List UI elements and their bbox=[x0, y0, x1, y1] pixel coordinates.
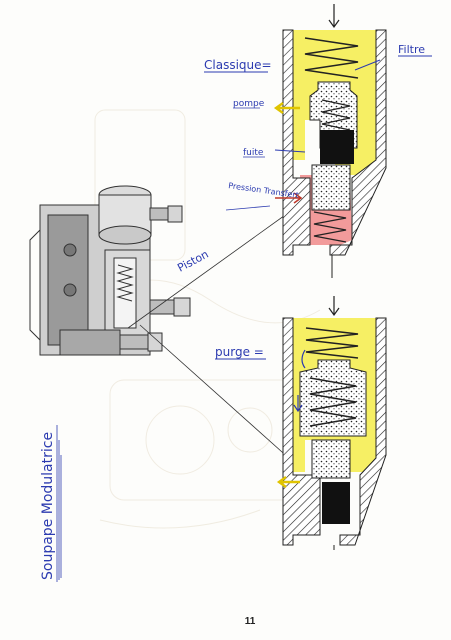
label-pompe: pompe bbox=[233, 99, 265, 109]
housing-wall-right bbox=[329, 29, 387, 256]
pression-arrow bbox=[275, 192, 303, 204]
vertical-title: Soupape Modulatrice bbox=[40, 432, 56, 580]
label-fuite: fuite bbox=[243, 148, 264, 158]
underline-pression bbox=[225, 205, 271, 211]
inlet-arrow bbox=[328, 4, 340, 29]
diagram-purge bbox=[276, 296, 387, 550]
pump-body-drawing bbox=[29, 185, 191, 356]
purge-flow-arrow bbox=[293, 395, 303, 413]
lower-piston bbox=[311, 164, 351, 211]
purge-wall-left bbox=[282, 317, 321, 546]
purge-black-piston bbox=[322, 482, 350, 524]
label-purge: purge = bbox=[215, 345, 264, 359]
purge-out-arrow bbox=[276, 476, 300, 488]
label-filtre: Filtre bbox=[398, 43, 425, 56]
vertical-title-underline bbox=[56, 425, 62, 582]
pompe-arrow bbox=[273, 102, 300, 114]
inner-spring bbox=[321, 99, 351, 131]
label-piston: Piston bbox=[175, 248, 210, 275]
lower-spring bbox=[313, 211, 347, 243]
purge-flow-arrow-2 bbox=[301, 349, 306, 369]
label-classique: Classique= bbox=[204, 58, 272, 72]
purge-wall-right bbox=[339, 317, 387, 546]
leader-lines bbox=[127, 212, 292, 461]
piston-black bbox=[320, 130, 354, 164]
purge-inlet-arrow bbox=[328, 296, 340, 317]
page-number: 11 bbox=[244, 616, 256, 627]
purge-top-spring bbox=[305, 327, 359, 359]
top-spring bbox=[304, 37, 359, 79]
diagram-classique bbox=[273, 4, 387, 278]
purge-inner-spring bbox=[309, 377, 357, 427]
purge-lower-piston bbox=[311, 439, 351, 479]
label-leaders bbox=[274, 59, 381, 153]
